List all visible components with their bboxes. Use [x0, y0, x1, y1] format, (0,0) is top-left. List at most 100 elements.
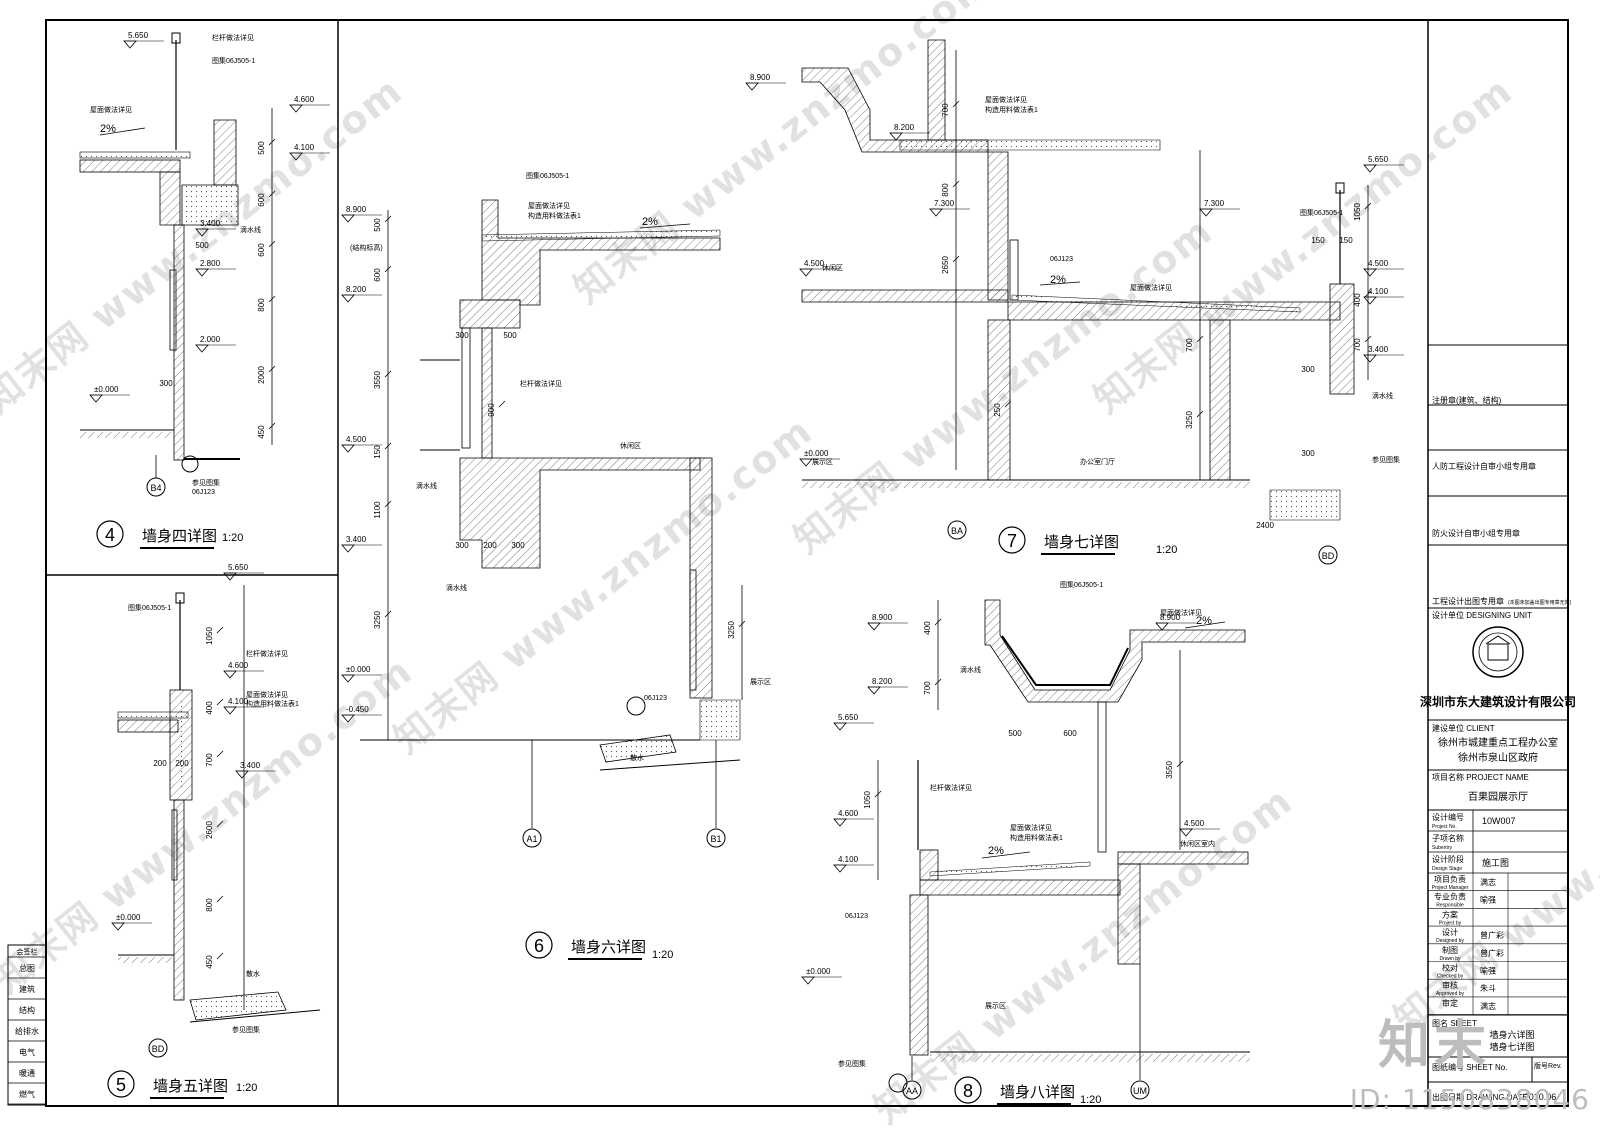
- d5-dimension-0: 1050: [205, 627, 214, 645]
- person-role: 审核: [1442, 980, 1458, 990]
- d4-title-bubble: [96, 520, 124, 548]
- d4-slope: 2%: [100, 123, 116, 135]
- d7-dimension-11: 300: [1301, 365, 1315, 374]
- d7-elevation-6: 4.500: [1368, 259, 1389, 268]
- d4-elev-mark-3: [195, 228, 209, 237]
- d6-note-rest: 休闲区: [620, 441, 641, 450]
- d7-dimension-9: 150: [1339, 236, 1353, 245]
- d8-axis-a-bubble: [902, 1080, 922, 1100]
- d4-note-atlas: 06J123: [192, 489, 215, 496]
- sheet-no-label: 图纸编号 SHEET No.: [1432, 1062, 1507, 1072]
- d6-title-bubble: [525, 931, 553, 959]
- d7-dimension-5: 3250: [1185, 411, 1194, 429]
- countersign-row: 给排水: [15, 1026, 39, 1036]
- stamp-fire: 防火设计自审小组专用章: [1432, 528, 1520, 538]
- d8-note-parapet: 栏杆做法详见: [930, 783, 972, 792]
- d6-elevation-4: ±0.000: [346, 665, 371, 674]
- d6-note-roof2: 构造用料做法表1: [528, 211, 581, 220]
- d4-dimension-1: 600: [257, 193, 266, 207]
- title-block-row-sub: Subentry: [1432, 845, 1453, 851]
- person-role-sub: Approved by: [1436, 991, 1465, 997]
- d4-note-ref: 参见图集: [192, 478, 220, 487]
- d4-elevation-1: 4.600: [294, 95, 315, 104]
- d6-note-ref: 06J123: [644, 695, 667, 702]
- d8-dimension-2: 1050: [863, 791, 872, 809]
- d5-note-parapet: 栏杆做法详见: [246, 649, 288, 658]
- d8-dim-tick-0: [934, 618, 942, 626]
- d8-elev-mark-1: [867, 686, 881, 695]
- d7-note-drip: 滴水线: [1372, 391, 1393, 400]
- d7-dimension-12: 300: [1301, 449, 1315, 458]
- d7-elev-mark-9: [1199, 208, 1213, 217]
- d7-elev-mark-5: [1363, 164, 1377, 173]
- d4-dimension-3: 800: [257, 298, 266, 312]
- d8-slope2: 2%: [1196, 615, 1212, 627]
- d7-note-roof: 屋面做法详见: [985, 95, 1027, 104]
- d8-scale: 1:20: [1080, 1094, 1101, 1106]
- d4-elev-mark-1: [289, 104, 303, 113]
- person-role-sub: Project Manager: [1432, 885, 1469, 891]
- d5-axis-bubble: [148, 1038, 168, 1058]
- d6-dim-tick-12: [738, 620, 746, 628]
- d5-note-roof: 屋面做法详见: [246, 690, 288, 699]
- d6-elev-mark-3: [341, 544, 355, 553]
- person-name: 喻强: [1480, 895, 1496, 905]
- d6-dimension-2: 3550: [373, 371, 382, 389]
- d4-elevation-0: 5.650: [128, 31, 149, 40]
- d8-dimension-5: 3550: [1165, 761, 1174, 779]
- d7-note-lobby: 办公室门厅: [1080, 457, 1115, 466]
- d5-dim-tick-0: [216, 626, 224, 634]
- d7-dim-tick-2: [952, 255, 960, 263]
- d7-dim-tick-1: [952, 180, 960, 188]
- d8-note-roof3: 构造用料做法表1: [1010, 833, 1063, 842]
- d7-elevation-7: 4.100: [1368, 287, 1389, 296]
- d4-note-2: 图集06J505-1: [212, 56, 255, 65]
- stamp-issue: 工程设计出图专用章: [1432, 596, 1504, 606]
- d5-elev-mark-0: [223, 572, 237, 581]
- d7-dim-tick-5: [1196, 410, 1204, 418]
- person-role: 设计: [1442, 927, 1458, 937]
- person-role-sub: Designed by: [1436, 938, 1464, 944]
- d4-elevation-4: 2.800: [200, 259, 221, 268]
- d6-note-exhibit: 展示区: [750, 678, 771, 686]
- d4-scale: 1:20: [222, 532, 243, 544]
- detail-7: 2% 8.9008.2007.3004.500±0.0005.6504.5004…: [745, 39, 1404, 565]
- d5-dimension-3: 2600: [205, 821, 214, 839]
- d7-elev-mark-3: [799, 268, 813, 277]
- d7-note-roof3: 屋面做法详见: [1130, 283, 1172, 292]
- client-1: 徐州市城建重点工程办公室: [1438, 736, 1558, 749]
- d7-elev-mark-0: [745, 82, 759, 91]
- detail-4: 2% 5.6504.6004.1003.4002.8002.000±0.000 …: [79, 31, 330, 549]
- d4-dim-tick-0: [268, 138, 276, 146]
- d7-elevation-9: 7.300: [1204, 199, 1225, 208]
- design-unit-label: 设计单位 DESIGNING UNIT: [1432, 610, 1532, 620]
- d4-elev-mark-0: [123, 40, 137, 49]
- d7-elev-mark-1: [889, 132, 903, 141]
- d7-dimension-13: 2400: [1256, 521, 1274, 530]
- d6-elev-mark-5: [341, 714, 355, 723]
- d8-note-roof: 屋面做法详见: [1160, 608, 1202, 617]
- d6-dimension-3: 150: [373, 445, 382, 459]
- d4-number: 4: [105, 525, 115, 545]
- person-name: 朱斗: [1480, 983, 1496, 993]
- d6-dim-tick-5: [384, 610, 392, 618]
- title-block-row-label: 子项名称: [1432, 833, 1464, 843]
- d7-axis-b: BD: [1322, 551, 1335, 561]
- company-seal: [1472, 626, 1524, 678]
- d7-axis-a-bubble: [947, 520, 967, 540]
- d6-dim-tick-0: [384, 215, 392, 223]
- d6-dimension-9: 300: [455, 541, 469, 550]
- person-role: 制图: [1442, 945, 1458, 955]
- d6-note-roof: 屋面做法详见: [528, 201, 570, 210]
- d4-dimension-6: 500: [195, 241, 209, 250]
- detail-8: 2% 2% 8.9008.2005.6504.6004.100±0.0008.9…: [801, 580, 1250, 1106]
- d7-dim-tick-10: [1364, 290, 1372, 298]
- d8-elevation-6: 8.900: [1160, 613, 1181, 622]
- d8-note-atlas-b: 06J123: [845, 913, 868, 920]
- person-role-sub: Checked by: [1437, 974, 1464, 980]
- title-block: 注册章(建筑、结构) 人防工程设计自审小组专用章 防火设计自审小组专用章 工程设…: [1420, 344, 1576, 1102]
- d7-dimension-1: 800: [941, 183, 950, 197]
- d8-elev-mark-7: [1179, 828, 1193, 837]
- d7-elev-mark-8: [1363, 354, 1377, 363]
